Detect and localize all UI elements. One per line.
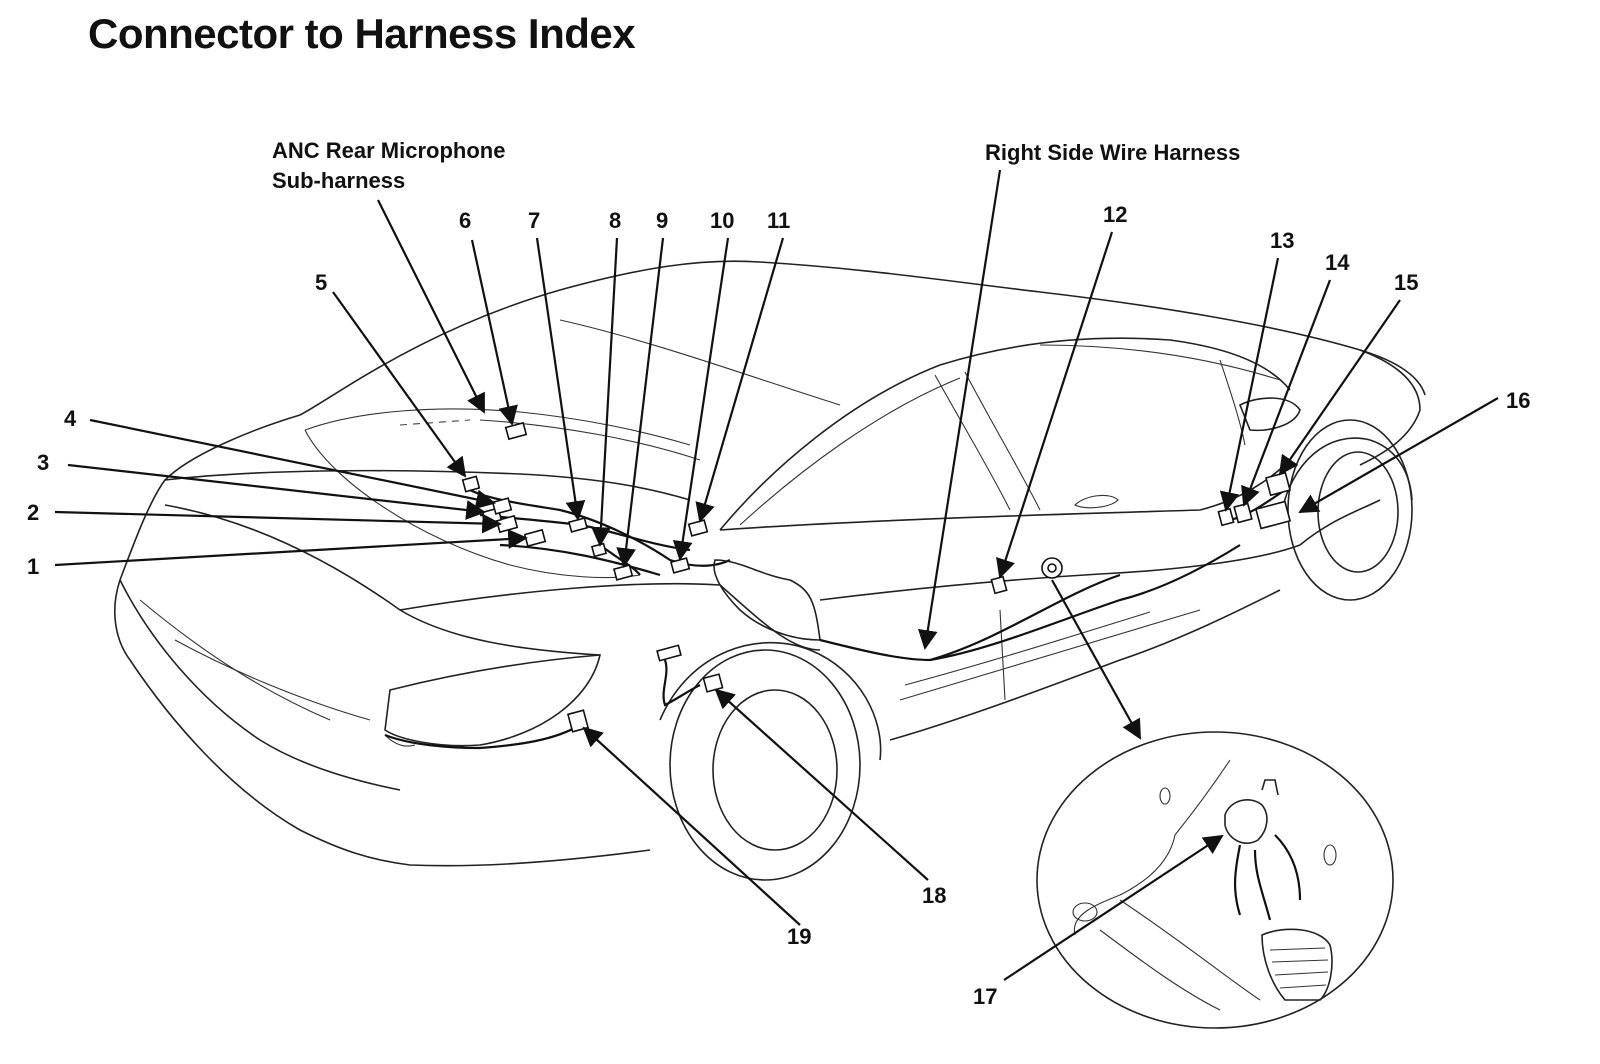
callout-12: 12 <box>1103 202 1127 227</box>
callout-15: 15 <box>1394 270 1418 295</box>
ground-detail-inset <box>1036 731 1394 1029</box>
callout-4: 4 <box>64 406 77 431</box>
leader-lines <box>54 169 1499 981</box>
callout-13: 13 <box>1270 228 1294 253</box>
harness-lines <box>384 489 1286 750</box>
anc-rear-mic-label-line2: Sub-harness <box>272 168 405 193</box>
anc-rear-mic-label-line1: ANC Rear Microphone <box>272 138 505 163</box>
callout-19: 19 <box>787 924 811 949</box>
callout-17: 17 <box>973 984 997 1009</box>
callout-10: 10 <box>710 208 734 233</box>
callout-16: 16 <box>1506 388 1530 413</box>
callout-7: 7 <box>528 208 540 233</box>
callout-14: 14 <box>1325 250 1350 275</box>
callout-3: 3 <box>37 450 49 475</box>
right-side-harness-label: Right Side Wire Harness <box>985 140 1240 165</box>
page-title: Connector to Harness Index <box>88 10 636 57</box>
callout-18: 18 <box>922 883 946 908</box>
callout-5: 5 <box>315 270 327 295</box>
callout-8: 8 <box>609 208 621 233</box>
callout-11: 11 <box>767 208 790 233</box>
callout-numbers: 1 2 3 4 5 6 7 8 9 10 11 12 13 14 15 16 1… <box>27 202 1530 1009</box>
callout-1: 1 <box>27 554 39 579</box>
callout-2: 2 <box>27 500 39 525</box>
harness-name-labels: ANC Rear Microphone Sub-harness Right Si… <box>272 138 1240 193</box>
callout-6: 6 <box>459 208 471 233</box>
car-body <box>114 260 1426 881</box>
callout-9: 9 <box>656 208 668 233</box>
